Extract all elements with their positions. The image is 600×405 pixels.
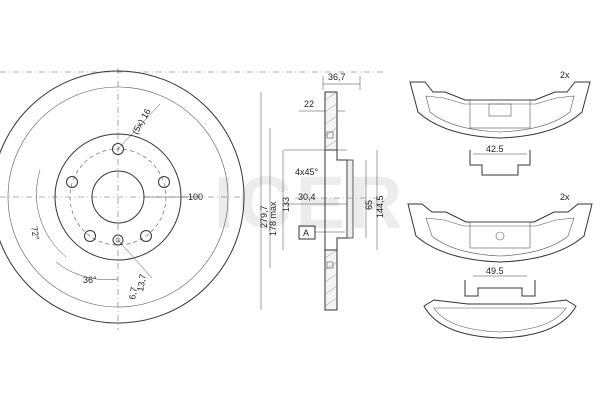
hole-dia-label-2: 6,7 [127, 286, 139, 300]
hole-dia-label-1: 13,7 [135, 273, 148, 292]
pad-top-qty: 2x [560, 70, 570, 80]
section-flange [346, 159, 354, 239]
leader-bolt-hole [117, 103, 161, 150]
pcd-dia-label: 144,5 [375, 195, 385, 218]
pad-bottom-friction [425, 217, 575, 257]
bore-dia-label: 65 [364, 200, 374, 210]
outer-dia-label: 279,7 [259, 205, 269, 228]
datum-box [298, 225, 316, 240]
locator-hole [112, 234, 124, 246]
brake-pad-top: 2x 42.5 [409, 70, 591, 176]
pad-top-inner [469, 99, 531, 129]
disc-outer-circle [0, 70, 245, 324]
bolt-hole [112, 143, 124, 155]
bolt-hole [140, 230, 152, 242]
angle-arc-small [55, 261, 119, 280]
pad-top-width-label: 42.5 [486, 144, 504, 154]
brake-pad-bottom: 2x 49.5 [407, 192, 593, 339]
pad-bottom-backing [407, 203, 593, 263]
disc-friction-ring [7, 86, 229, 308]
pad-top-spring [469, 150, 531, 176]
pad-bottom-profile-inner [433, 307, 567, 333]
pad-bottom-spring [464, 280, 536, 297]
pad-top-friction [425, 95, 575, 133]
pad-top-backing [409, 81, 591, 139]
datum-label: A [303, 228, 309, 238]
section-ring-lower [324, 249, 338, 311]
ring-slot [326, 131, 334, 139]
pad-bottom-sensor [495, 231, 505, 241]
watermark-logo: ICER [214, 161, 407, 244]
pad-bottom-qty: 2x [560, 192, 570, 202]
pad-bottom-inner [469, 221, 531, 249]
hat-depth-label: 22 [304, 99, 314, 109]
bolt-hole [158, 176, 170, 188]
pad-bottom-width-label: 49.5 [486, 266, 504, 276]
angle-small-label: 36° [83, 275, 97, 285]
bolt-hole-label: (5x) 16 [130, 107, 153, 136]
locator-hole-inner [115, 237, 121, 243]
bolt-hole [84, 230, 96, 242]
chamfer-label: 4x45° [295, 167, 319, 177]
hub-dia-label: 133 [281, 197, 291, 212]
pad-track-label: 178 max [268, 201, 278, 236]
total-width-label: 36,7 [328, 72, 346, 82]
angle-arc-large [36, 169, 67, 258]
flange-width-label: 30,4 [298, 192, 316, 202]
center-bore-label: 100 [188, 192, 203, 202]
leader-hole-dia [117, 239, 153, 279]
angle-large-label: 72° [29, 226, 41, 242]
disc-section-view: 36,7 22 4x45° 30,4 [259, 72, 385, 311]
pad-top-clip [488, 103, 512, 117]
section-hatching [324, 91, 338, 307]
ring-slot [326, 261, 334, 269]
bolt-hole [66, 176, 78, 188]
pad-bottom-profile [423, 299, 577, 339]
